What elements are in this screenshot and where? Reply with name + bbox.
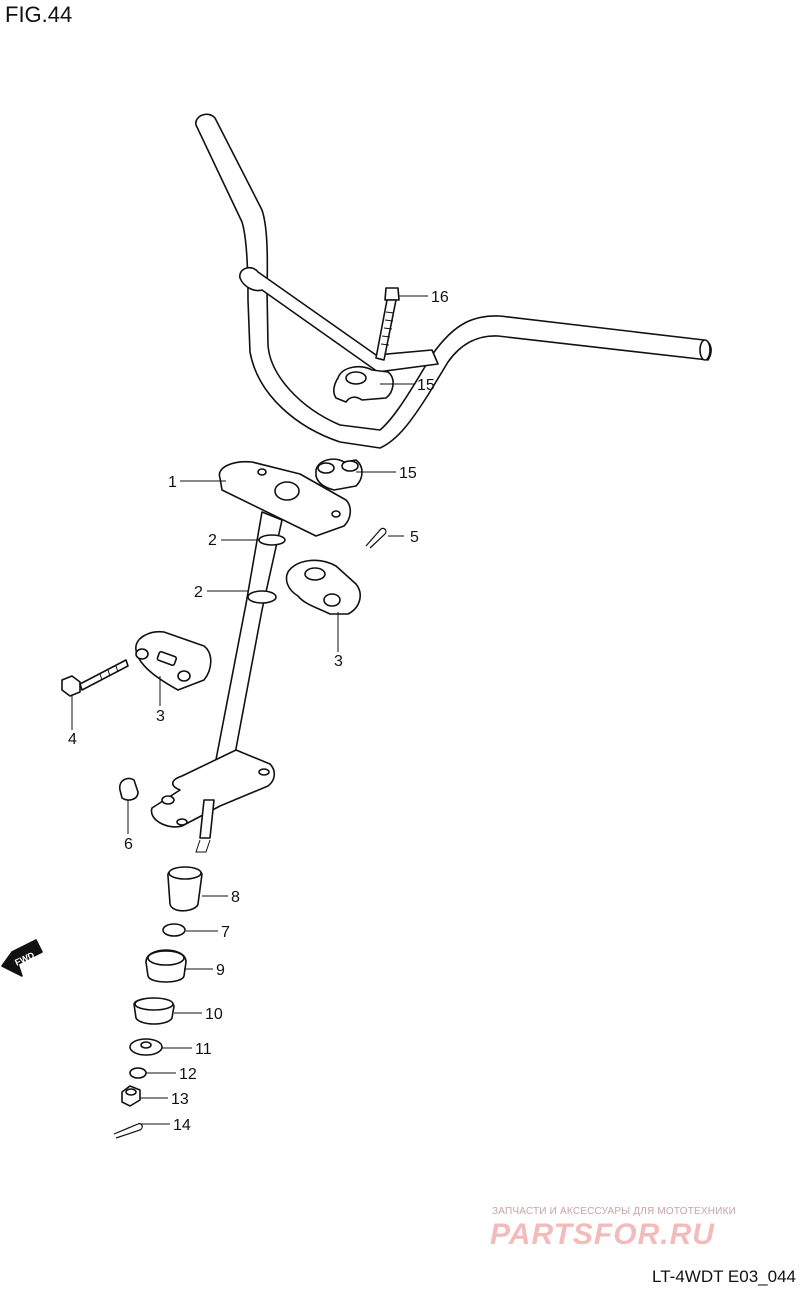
callout-15a: 15 <box>417 377 435 394</box>
callout-2a: 2 <box>208 532 217 549</box>
washer-11 <box>129 1038 163 1056</box>
callouts: 1 2 2 3 3 4 5 6 7 8 9 10 11 12 13 14 15 … <box>68 289 449 1134</box>
handlebar <box>195 113 712 449</box>
callout-11: 11 <box>195 1041 212 1058</box>
callout-14: 14 <box>173 1117 191 1134</box>
figure-code: LT-4WDT E03_044 <box>652 1267 796 1286</box>
lower-bushing <box>167 866 203 912</box>
shaft-holder-left <box>135 630 212 691</box>
shaft-holder-right <box>285 559 361 615</box>
callout-3a: 3 <box>334 653 343 670</box>
cotter-pin-14 <box>113 1123 143 1139</box>
lower-handlebar-holder <box>315 458 363 491</box>
washer-12 <box>129 1067 147 1079</box>
cotter-pin-top <box>365 527 387 549</box>
callout-8: 8 <box>231 889 240 906</box>
watermark-caption: ЗАПЧАСТИ И АКСЕССУАРЫ ДЛЯ МОТОТЕХНИКИ <box>492 1206 737 1217</box>
watermark-logo: PARTSFOR.RU <box>490 1218 715 1251</box>
bushing <box>118 777 139 801</box>
handlebar-holder-bolt <box>375 287 400 361</box>
callout-16: 16 <box>431 289 449 306</box>
nut-13 <box>121 1085 141 1107</box>
holder-bolt <box>61 659 129 697</box>
callout-13: 13 <box>171 1091 189 1108</box>
oil-seal-9 <box>145 949 187 983</box>
callout-5: 5 <box>410 529 419 546</box>
callout-4: 4 <box>68 731 77 748</box>
callout-12: 12 <box>179 1066 197 1083</box>
callout-2b: 2 <box>194 584 203 601</box>
callout-1: 1 <box>168 474 177 491</box>
washer-7 <box>162 923 186 937</box>
leader-lines <box>71 295 428 1125</box>
callout-15b: 15 <box>399 465 417 482</box>
upper-handlebar-holder <box>333 365 394 403</box>
callout-3b: 3 <box>156 708 165 725</box>
figure-title: FIG.44 <box>5 2 73 27</box>
callout-10: 10 <box>205 1006 223 1023</box>
callout-6: 6 <box>124 836 133 853</box>
fwd-arrow-icon: FWD <box>1 939 43 977</box>
steering-shaft <box>150 460 352 853</box>
callout-9: 9 <box>216 962 225 979</box>
bearing-10 <box>133 997 175 1025</box>
callout-7: 7 <box>221 924 230 941</box>
